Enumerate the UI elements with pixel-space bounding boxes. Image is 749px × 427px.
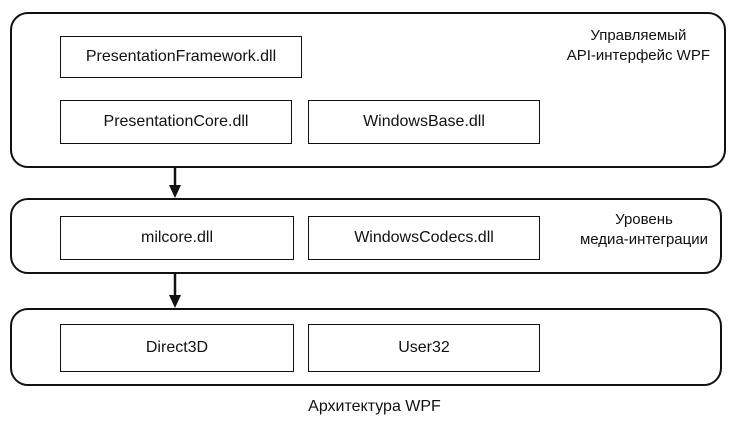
managed-api-layer-label: Управляемый API-интерфейс WPF [567,26,710,66]
milcore-label: milcore.dll [140,229,213,246]
presentationframework-box: PresentationFramework.dll [60,36,302,78]
managed-api-label-line-1: Управляемый [590,27,687,44]
media-integration-layer: milcore.dll WindowsCodecs.dll Уровень ме… [10,198,722,274]
presentationcore-label: PresentationCore.dll [103,113,249,130]
direct3d-box: Direct3D [60,324,294,372]
managed-api-layer: PresentationFramework.dll PresentationCo… [10,12,726,168]
windowsbase-label: WindowsBase.dll [363,113,485,130]
media-integration-label-line-1: Уровень [615,211,673,228]
presentationframework-label: PresentationFramework.dll [85,48,277,65]
down-arrow-1 [169,168,181,198]
milcore-box: milcore.dll [60,216,294,260]
media-integration-label-line-2: медиа-интеграции [579,231,708,248]
figure-caption: Архитектура WPF [308,398,441,415]
windowscodecs-box: WindowsCodecs.dll [308,216,540,260]
down-arrow-2 [169,274,181,308]
direct3d-label: Direct3D [145,339,209,356]
user32-box: User32 [308,324,540,372]
presentationcore-box: PresentationCore.dll [60,100,292,144]
media-integration-layer-label: Уровень медиа-интеграции [580,210,708,250]
native-layer: Direct3D User32 [10,308,722,386]
windowscodecs-label: WindowsCodecs.dll [354,229,494,246]
windowsbase-box: WindowsBase.dll [308,100,540,144]
user32-label: User32 [398,339,450,356]
managed-api-label-line-2: API-интерфейс WPF [566,47,710,64]
